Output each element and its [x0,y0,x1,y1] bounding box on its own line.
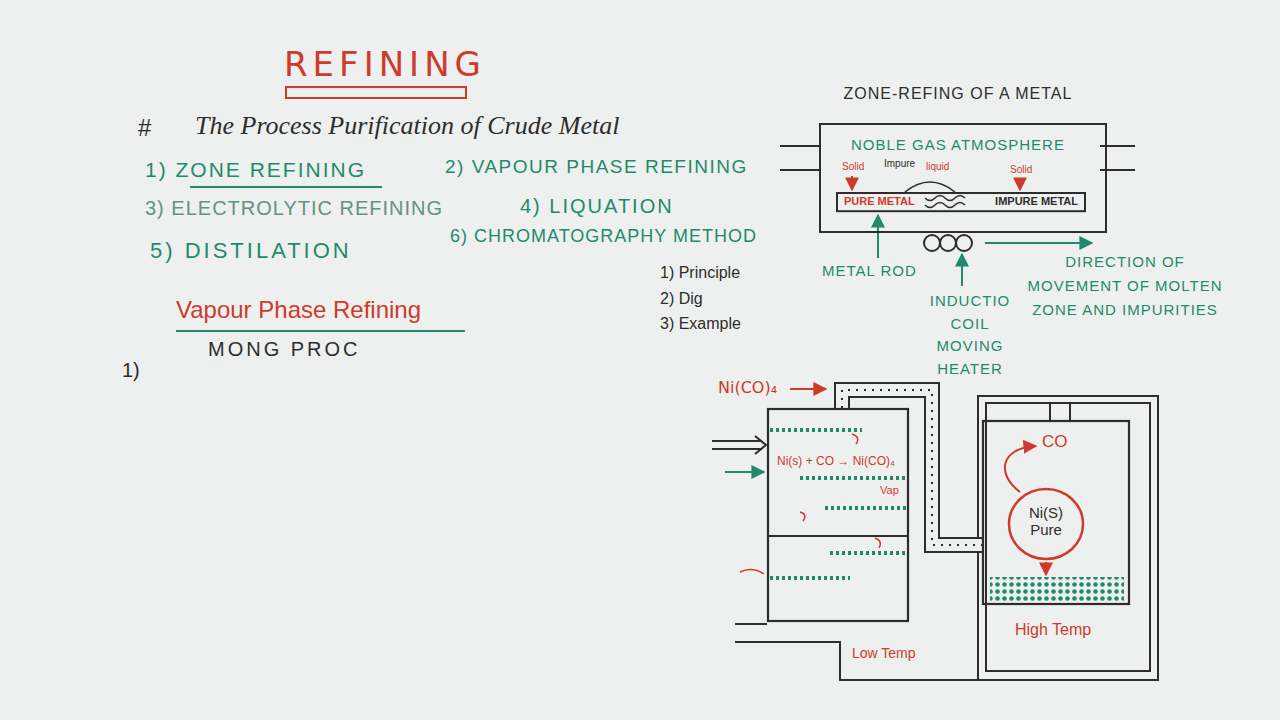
leader-arrow [961,254,963,286]
nickel-shelf [770,428,862,432]
induction-coil [940,235,956,251]
part-label: INDUCTIO COIL MOVING HEATER [915,290,1025,380]
low-temp-chamber: Ni(s) + CO → Ni(CO)₄ [767,408,909,622]
page-title: REFINING [284,44,486,85]
chamber-outline [768,409,908,621]
gas-inlet [712,436,766,454]
gas-inlet [712,448,762,450]
gas-label: Ni(CO)₄ [718,378,777,397]
furnace-frame [1049,403,1051,420]
leader-arrow [985,242,1092,244]
high-temp-chamber: CO Ni(S) Pure [982,420,1130,605]
item-number: 1) [122,358,140,382]
title-underline [286,87,466,98]
leader-arrow [1019,178,1021,190]
leader-arrow [1005,446,1036,492]
gas-label: CO [1042,432,1068,452]
molten-zone [925,196,965,201]
zone-label: Impure [884,158,915,170]
temperature-label: Low Temp [852,645,916,662]
refining-enclosure: ZONE-REFING OF A METAL NOBLE GAS ATMOSPHE… [808,84,1114,234]
leader-arrow [725,471,764,473]
flow-mark [800,512,805,521]
chamber-partition [769,535,907,537]
furnace-frame [735,623,767,625]
heading-underline [190,186,382,188]
title-underline [286,87,466,98]
method-item: 2) VAPOUR PHASE REFINING [445,156,748,179]
point-item: 2) Dig [660,289,703,308]
rod-label: PURE METAL [844,195,915,208]
zone-label: Solid [1010,164,1032,176]
circle-outline [1009,489,1083,559]
gas-pipe [780,145,820,147]
molten-zone [925,203,965,208]
leader-arrow [1045,562,1047,575]
zone-label: Solid [842,161,864,173]
nickel-shelf [825,506,906,510]
nickel-shelf [770,576,850,580]
section-heading: Vapour Phase Refining [176,296,421,325]
pure-nickel-circle: Ni(S) Pure [1008,488,1084,560]
low-temp-chamber-outline [767,408,909,622]
gas-label: Vap [880,484,899,497]
part-label: METAL ROD [822,262,917,280]
heading-underline [176,330,465,332]
temperature-label: High Temp [1015,620,1091,639]
leader-arrow [877,215,879,258]
furnace-frame [1069,403,1071,420]
method-item: 6) CHROMATOGRAPHY METHOD [450,226,757,248]
enclosure-label: NOBLE GAS ATMOSPHERE [808,136,1108,154]
flow-mark [740,569,764,574]
rod-outline [837,193,1085,211]
induction-coil [924,235,972,251]
chamber-outline [983,421,1129,604]
method-item: 1) ZONE REFINING [145,157,366,182]
molten-zone [905,182,955,192]
gas-pipe [780,169,820,171]
method-item: 3) ELECTROLYTIC REFINING [145,196,443,220]
nickel-shelf [800,476,906,480]
flow-mark [852,434,858,444]
direction-note: DIRECTION OF MOVEMENT OF MOLTEN ZONE AND… [1025,250,1225,322]
flow-mark [875,538,880,548]
nickel-shelf [830,551,906,555]
method-item: 4) LIQUATION [520,194,674,218]
leader-arrow [790,388,826,390]
pure-nickel-deposit [990,577,1124,603]
induction-coil [924,235,940,251]
pure-nickel-deposit [990,577,1124,603]
product-label: Ni(S) Pure [1018,504,1074,539]
point-item: 1) Principle [660,263,740,282]
furnace-frame [735,642,978,680]
gas-inlet [712,440,762,442]
induction-coil [956,235,972,251]
rod-label: IMPURE METAL [995,195,1078,208]
method-item: 5) DISTILATION [150,238,352,264]
furnace-frame [986,403,1150,671]
zone-label: liquid [926,161,949,173]
metal-rod: PURE METAL IMPURE METAL [836,192,1086,212]
furnace-frame [978,396,1158,680]
nickel-shelf [770,430,906,578]
gas-inlet [755,436,766,454]
chamber-partition [769,535,907,537]
reaction-equation: Ni(s) + CO → Ni(CO)₄ [777,454,895,468]
heading-text: The Process Purification of Crude Metal [195,110,619,141]
subheading: MONG PROC [208,337,361,361]
bullet-mark: # [138,114,151,143]
point-item: 3) Example [660,314,741,333]
diagram-heading: ZONE-REFING OF A METAL [808,84,1108,103]
leader-arrow [851,176,853,190]
